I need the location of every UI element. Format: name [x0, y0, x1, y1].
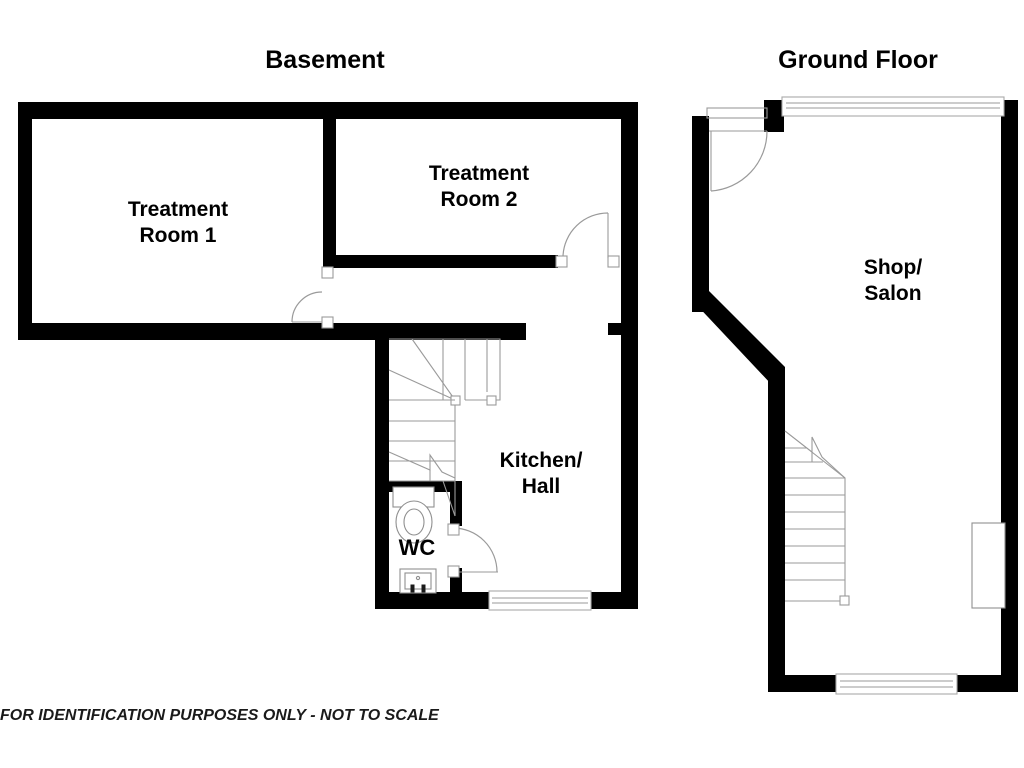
toilet-fixture: [392, 486, 435, 544]
door-wc: [447, 523, 498, 578]
door-entrance: [706, 107, 768, 192]
wc-label: WC: [399, 535, 436, 560]
window-shopfront-front: [781, 96, 1005, 117]
door-treatment-room-2: [555, 212, 620, 268]
window-basement-rear: [488, 590, 592, 611]
window-shopfront-rear: [835, 673, 958, 695]
staircase-ground: [784, 430, 850, 606]
basement-plan: Basement: [18, 46, 638, 611]
counter-unit: [971, 522, 1006, 609]
treatment-room-1-label: Treatment: [128, 198, 228, 221]
ground-floor-plan: Ground Floor: [692, 46, 1018, 695]
door-treatment-room-1: [291, 266, 334, 329]
treatment-room-2-label-2: Room 2: [440, 188, 517, 211]
ground-floor-walls: [692, 100, 1018, 692]
treatment-room-2-label: Treatment: [429, 162, 529, 185]
shop-salon-label-2: Salon: [864, 282, 921, 305]
kitchen-hall-label-2: Hall: [522, 475, 561, 498]
ground-floor-title: Ground Floor: [778, 46, 938, 74]
sink-fixture: [399, 568, 437, 594]
shop-salon-label: Shop/: [864, 256, 922, 279]
staircase-basement: [388, 338, 501, 517]
treatment-room-1-label-2: Room 1: [139, 224, 216, 247]
footer-disclaimer: FOR IDENTIFICATION PURPOSES ONLY - NOT T…: [0, 707, 440, 724]
basement-title: Basement: [265, 46, 385, 74]
kitchen-hall-label: Kitchen/: [500, 449, 583, 472]
